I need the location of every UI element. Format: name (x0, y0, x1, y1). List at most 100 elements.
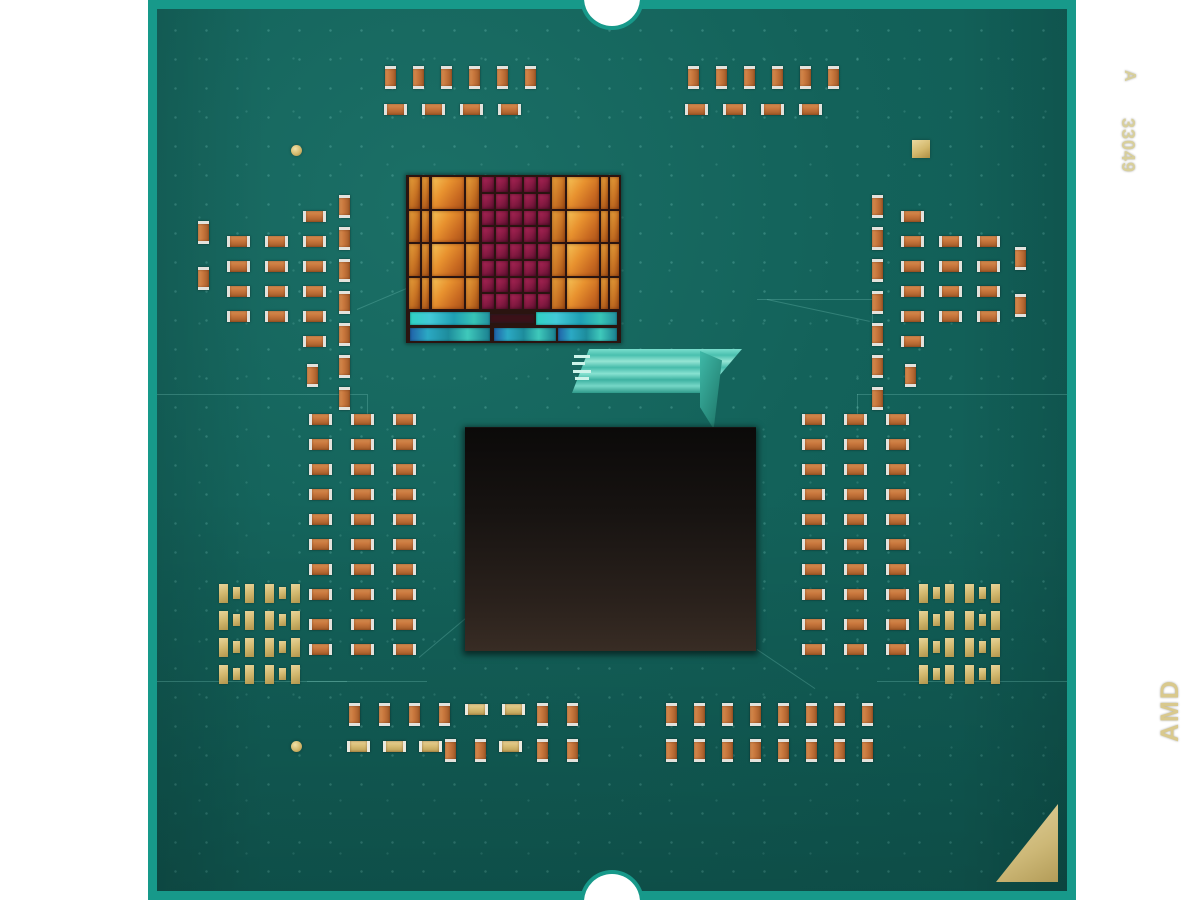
die-cache-cell (482, 260, 494, 276)
capacitor (872, 355, 883, 378)
trace-iod-bottom-left (307, 681, 427, 682)
die-core-cell (567, 177, 599, 209)
capacitor (802, 464, 825, 475)
capacitor (393, 439, 416, 450)
capacitor (872, 195, 883, 218)
revision-code-marking: A (1121, 70, 1138, 83)
capacitor (384, 104, 407, 115)
die-core-cell (567, 277, 599, 309)
capacitor (844, 644, 867, 655)
test-pad (919, 611, 928, 630)
test-pad (979, 668, 986, 680)
capacitor (537, 703, 548, 726)
die-core-column-left-aux (466, 177, 479, 309)
lot-code-marking: 33049 (1118, 118, 1138, 174)
die-core-cell (567, 244, 599, 276)
die-core-cell (466, 177, 479, 209)
substrate-solder-mask (157, 9, 1067, 891)
capacitor (460, 104, 483, 115)
capacitor (872, 291, 883, 314)
capacitor (309, 439, 332, 450)
capacitor (872, 227, 883, 250)
capacitor (977, 261, 1000, 272)
test-pad (219, 638, 228, 657)
die-cache-cell (482, 244, 494, 259)
capacitor (339, 195, 350, 218)
test-pad (233, 668, 240, 680)
capacitor (723, 104, 746, 115)
test-pad (265, 611, 274, 630)
trace-diagonal-iod-bottomright (756, 649, 816, 690)
test-pad (965, 638, 974, 657)
die-cache-cell (538, 277, 550, 293)
test-pad (965, 584, 974, 603)
trace-diagonal-die-right (766, 299, 870, 322)
capacitor (886, 514, 909, 525)
capacitor (772, 66, 783, 89)
test-pad (265, 638, 274, 657)
capacitor (393, 539, 416, 550)
capacitor (901, 286, 924, 297)
capacitor (393, 489, 416, 500)
die-cache-cell (524, 244, 536, 259)
capacitor (905, 364, 916, 387)
test-pad (919, 584, 928, 603)
capacitor (303, 236, 326, 247)
capacitor (939, 311, 962, 322)
capacitor (802, 619, 825, 630)
capacitor (800, 66, 811, 89)
die-cache-cell (524, 277, 536, 293)
capacitor (303, 261, 326, 272)
ribbon-tab (574, 355, 590, 358)
capacitor (339, 323, 350, 346)
die-cache-cell (524, 177, 536, 192)
capacitor (198, 221, 209, 244)
die-core-cell (422, 277, 429, 309)
capacitor (303, 336, 326, 347)
die-core-column-right-thin2 (610, 177, 619, 309)
die-core-cell (409, 177, 420, 209)
die-cache-cell (510, 193, 522, 209)
capacitor (802, 564, 825, 575)
capacitor (567, 703, 578, 726)
die-cache-cell (510, 277, 522, 293)
capacitor (303, 211, 326, 222)
die-cache-cell (538, 294, 550, 309)
capacitor (977, 236, 1000, 247)
die-core-cell (567, 210, 599, 242)
test-pad (265, 665, 274, 684)
capacitor (802, 539, 825, 550)
die-cache-cell (538, 244, 550, 259)
test-pad (279, 587, 286, 599)
die-cache-cell (510, 227, 522, 242)
die-core-cell (432, 277, 464, 309)
capacitor (309, 619, 332, 630)
capacitor (939, 261, 962, 272)
die-io-strip (490, 314, 534, 323)
capacitor (802, 489, 825, 500)
capacitor (802, 589, 825, 600)
capacitor (901, 236, 924, 247)
capacitor (469, 66, 480, 89)
capacitor (413, 66, 424, 89)
capacitor (351, 439, 374, 450)
test-pad (979, 587, 986, 599)
capacitor (844, 619, 867, 630)
capacitor (750, 703, 761, 726)
capacitor (419, 741, 442, 752)
capacitor (351, 414, 374, 425)
capacitor (844, 439, 867, 450)
die-io-strip (494, 328, 556, 341)
capacitor (806, 739, 817, 762)
capacitor (688, 66, 699, 89)
capacitor (347, 741, 370, 752)
capacitor (844, 539, 867, 550)
test-pad (945, 584, 954, 603)
test-pad (245, 665, 254, 684)
capacitor (886, 539, 909, 550)
die-cache-cell (524, 210, 536, 226)
test-pad (945, 665, 954, 684)
trace-ribbon (572, 349, 742, 429)
die-core-cell (552, 177, 565, 209)
